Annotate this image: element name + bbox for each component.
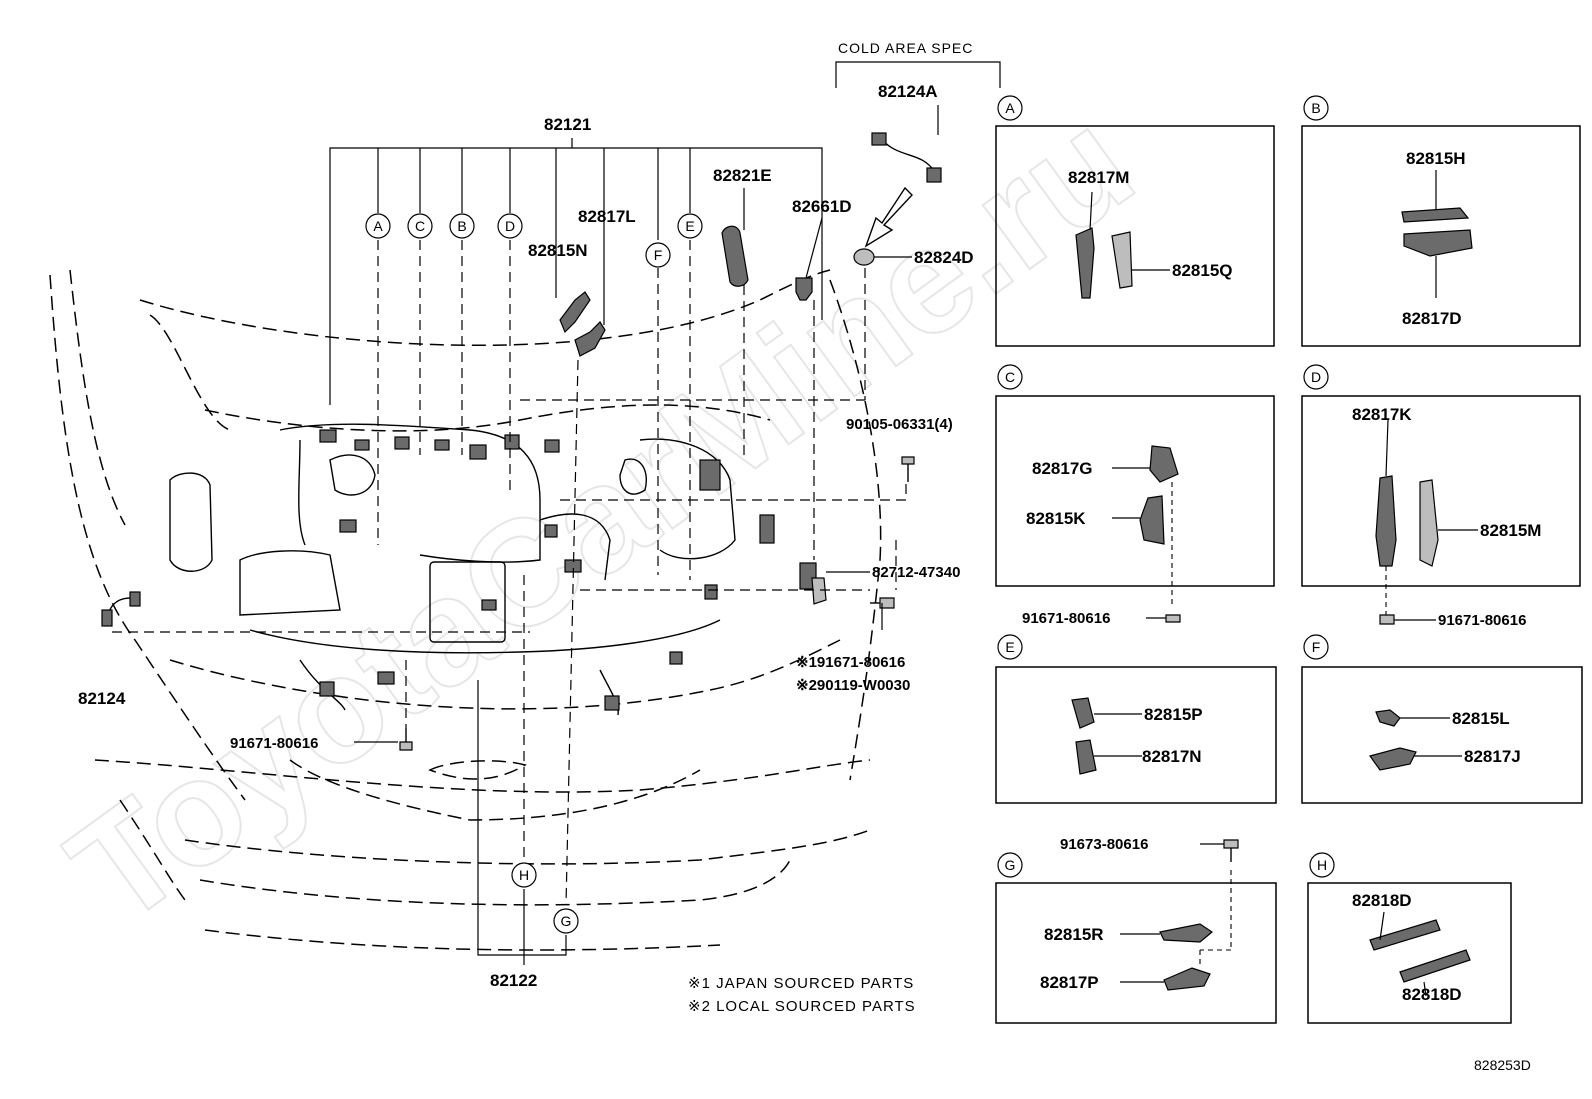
callout-D-engine[interactable]: D	[497, 213, 523, 239]
callout-E-letter: E	[685, 218, 694, 234]
part-82815N-label[interactable]: 82815N	[528, 241, 588, 260]
part-82124A-label[interactable]: 82124A	[878, 82, 938, 101]
callout-H-engine[interactable]: H	[511, 862, 537, 888]
bolt-japan-label[interactable]: ※191671-80616	[796, 654, 905, 671]
part-82817M-label[interactable]: 82817M	[1068, 168, 1129, 187]
part-82824D-label[interactable]: 82824D	[914, 248, 974, 267]
part-82817J-label[interactable]: 82817J	[1464, 747, 1521, 766]
part-82818D-top-label[interactable]: 82818D	[1352, 891, 1412, 910]
diagram-code: 828253D	[1474, 1057, 1531, 1073]
cold-area-spec-label: COLD AREA SPEC	[838, 40, 973, 56]
detail-box-C: C 82817G 82815K 91671-80616	[995, 364, 1275, 627]
detail-E-letter: E	[1005, 639, 1014, 655]
detail-G-letter: G	[1005, 857, 1016, 873]
callout-A-engine[interactable]: A	[365, 213, 391, 239]
callout-C-engine[interactable]: C	[407, 213, 433, 239]
bolt-91671-left-label[interactable]: 91671-80616	[230, 735, 318, 752]
detail-B-letter: B	[1311, 100, 1320, 116]
detail-box-B: B 82815H 82817D	[1301, 95, 1581, 347]
callout-C-letter: C	[415, 218, 425, 234]
engine-bay-illustration: A C B D F E H G COLD ARE	[49, 40, 1001, 1015]
detail-A-letter: A	[1005, 100, 1015, 116]
detail-H-letter: H	[1317, 857, 1327, 873]
part-82815L-label[interactable]: 82815L	[1452, 709, 1510, 728]
callout-E-engine[interactable]: E	[677, 213, 703, 239]
part-82815Q-label[interactable]: 82815Q	[1172, 261, 1233, 280]
note-local: ※2 LOCAL SOURCED PARTS	[688, 998, 916, 1015]
note-japan: ※1 JAPAN SOURCED PARTS	[688, 975, 914, 992]
callout-D-letter: D	[505, 218, 515, 234]
part-82817L-label[interactable]: 82817L	[578, 207, 636, 226]
part-82124-label[interactable]: 82124	[78, 689, 126, 708]
detail-box-D: D 82817K 82815M 91671-80616	[1301, 364, 1581, 629]
part-82815P-label[interactable]: 82815P	[1144, 705, 1203, 724]
part-82815R-label[interactable]: 82815R	[1044, 925, 1104, 944]
detail-F-letter: F	[1312, 639, 1321, 655]
bolt-91673-label[interactable]: 91673-80616	[1060, 836, 1148, 853]
detail-box-G: G 91673-80616 82815R 82817P	[995, 836, 1277, 1024]
part-82821E-label[interactable]: 82821E	[713, 166, 772, 185]
detail-box-H: H 82818D 82818D	[1307, 852, 1512, 1024]
part-82815K-label[interactable]: 82815K	[1026, 509, 1086, 528]
part-82815H-label[interactable]: 82815H	[1406, 149, 1466, 168]
part-82122-label[interactable]: 82122	[490, 971, 537, 990]
callout-F-letter: F	[654, 247, 663, 263]
callout-B-engine[interactable]: B	[449, 213, 475, 239]
part-82815M-label[interactable]: 82815M	[1480, 521, 1541, 540]
callout-A-letter: A	[373, 218, 383, 234]
bolt-91671-C-label[interactable]: 91671-80616	[1022, 610, 1110, 627]
detail-C-letter: C	[1005, 369, 1015, 385]
part-82818D-bottom-label[interactable]: 82818D	[1402, 985, 1462, 1004]
part-82661D-label[interactable]: 82661D	[792, 197, 852, 216]
callout-F-engine[interactable]: F	[645, 242, 671, 268]
detail-box-E: E 82815P 82817N	[995, 634, 1277, 804]
part-82817P-label[interactable]: 82817P	[1040, 973, 1099, 992]
bolt-local-label[interactable]: ※290119-W0030	[796, 677, 910, 694]
part-82121-label[interactable]: 82121	[544, 115, 591, 134]
callout-H-letter: H	[519, 867, 529, 883]
part-82817N-label[interactable]: 82817N	[1142, 747, 1202, 766]
bolt-91671-D-label[interactable]: 91671-80616	[1438, 612, 1526, 629]
detail-D-letter: D	[1311, 369, 1321, 385]
clip-82712-label[interactable]: 82712-47340	[872, 564, 960, 581]
callout-G-letter: G	[561, 913, 572, 929]
part-82817G-label[interactable]: 82817G	[1032, 459, 1093, 478]
detail-box-A: A 82817M 82815Q	[995, 95, 1275, 347]
detail-box-F: F 82815L 82817J	[1301, 634, 1583, 804]
part-82817K-label[interactable]: 82817K	[1352, 405, 1412, 424]
callout-G-engine[interactable]: G	[553, 908, 579, 934]
bolt-90105-label[interactable]: 90105-06331(4)	[846, 416, 953, 433]
part-82817D-label[interactable]: 82817D	[1402, 309, 1462, 328]
callout-B-letter: B	[457, 218, 466, 234]
